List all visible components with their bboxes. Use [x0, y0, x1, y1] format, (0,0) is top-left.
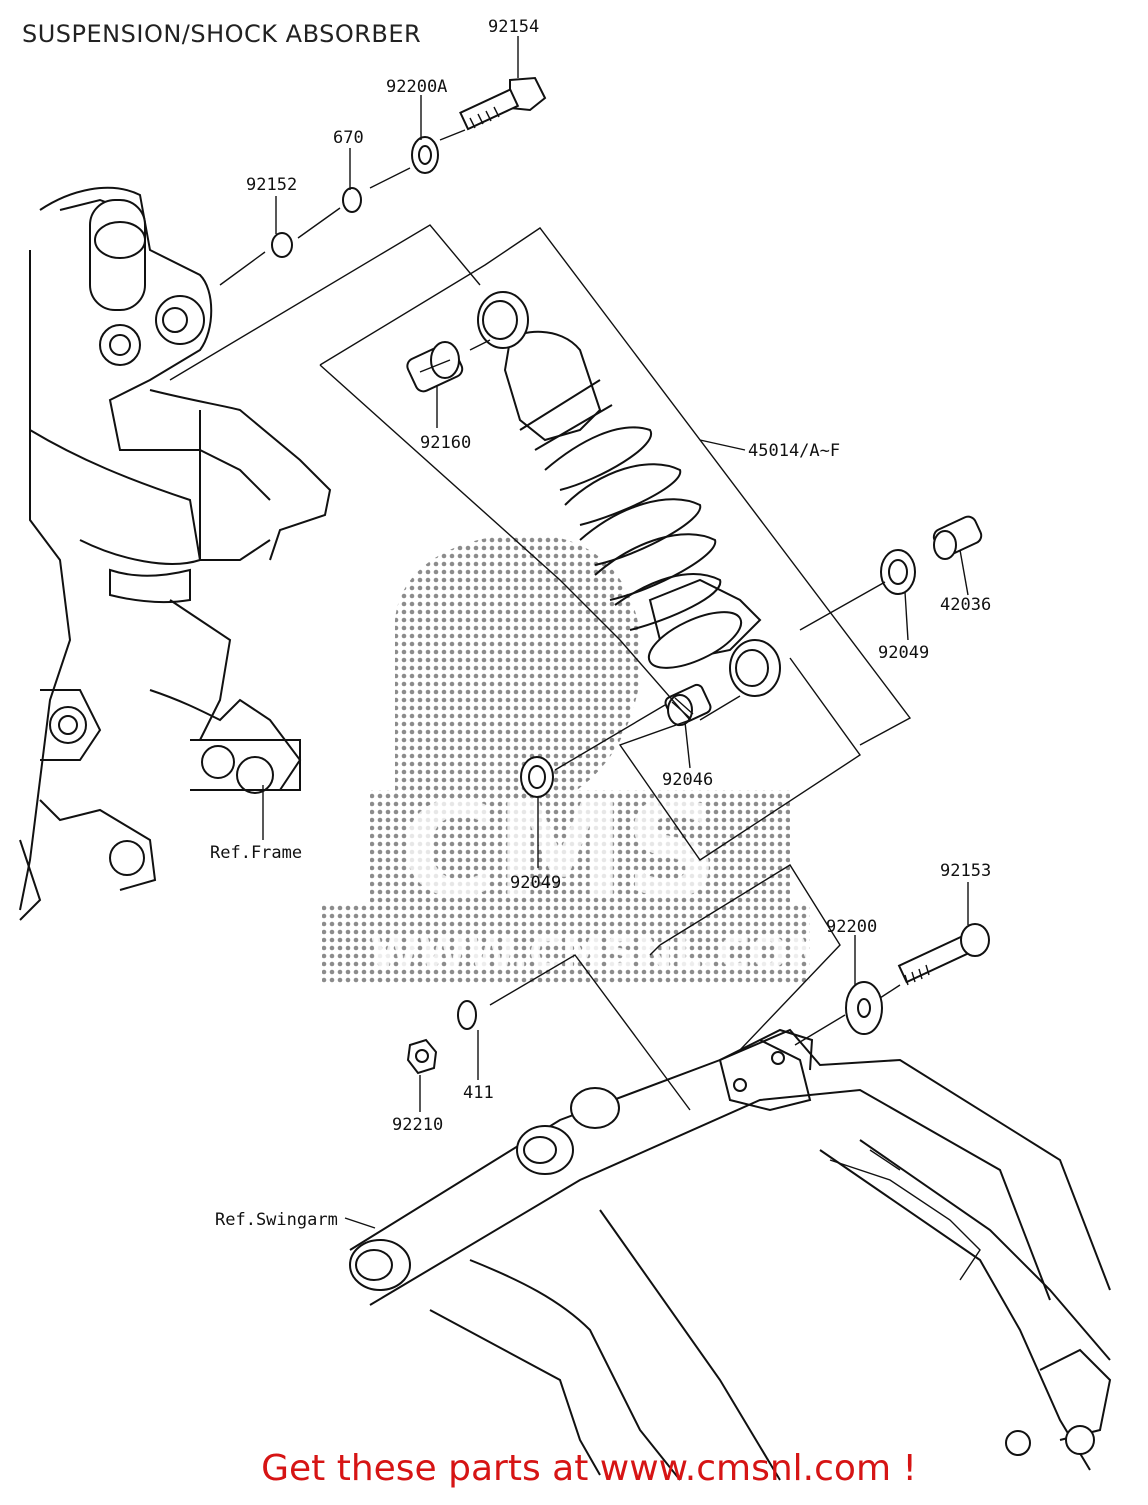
label-92210: 92210 [392, 1115, 443, 1135]
label-ref-frame: Ref.Frame [210, 843, 302, 863]
label-411: 411 [463, 1083, 494, 1103]
seal-92049-upper [880, 549, 916, 595]
watermark-logo: CMS WWW.CMSNL.COM [322, 534, 832, 985]
label-92049-lower: 92049 [510, 873, 561, 893]
shock-absorber-45014 [477, 291, 781, 697]
circlip-670 [342, 187, 362, 213]
watermark-logo-text: CMS [400, 774, 718, 926]
label-92153: 92153 [940, 861, 991, 881]
assembly-guide-lines [169, 224, 912, 1111]
label-ref-swingarm: Ref.Swingarm [215, 1210, 338, 1230]
footer-banner[interactable]: Get these parts at www.cmsnl.com ! [0, 1448, 1148, 1489]
label-92200A: 92200A [386, 77, 447, 97]
bolt-92154 [459, 76, 547, 131]
swingarm-drawing [349, 1028, 1112, 1481]
nut-92210 [406, 1038, 438, 1075]
collar-42036 [932, 515, 983, 560]
label-92046: 92046 [662, 770, 713, 790]
label-92160: 92160 [420, 433, 471, 453]
washer-92200 [845, 981, 883, 1035]
label-92154: 92154 [488, 17, 539, 37]
bushing-92160 [406, 341, 464, 393]
washer-92200A [411, 136, 439, 174]
page-title: SUSPENSION/SHOCK ABSORBER [22, 20, 422, 48]
label-92152: 92152 [246, 175, 297, 195]
collar-92152 [271, 232, 293, 258]
frame-drawing [19, 186, 332, 921]
footer-link-text[interactable]: Get these parts at www.cmsnl.com ! [261, 1448, 917, 1489]
label-45014: 45014/A~F [748, 441, 840, 461]
label-92200: 92200 [826, 917, 877, 937]
seal-92049-lower [520, 756, 554, 798]
label-92049-upper: 92049 [878, 643, 929, 663]
label-670: 670 [333, 128, 364, 148]
washer-411 [457, 1000, 477, 1030]
bolt-92153 [897, 923, 990, 986]
leader-lines [262, 36, 969, 1229]
label-42036: 42036 [940, 595, 991, 615]
watermark-url-text: WWW.CMSNL.COM [370, 928, 832, 979]
